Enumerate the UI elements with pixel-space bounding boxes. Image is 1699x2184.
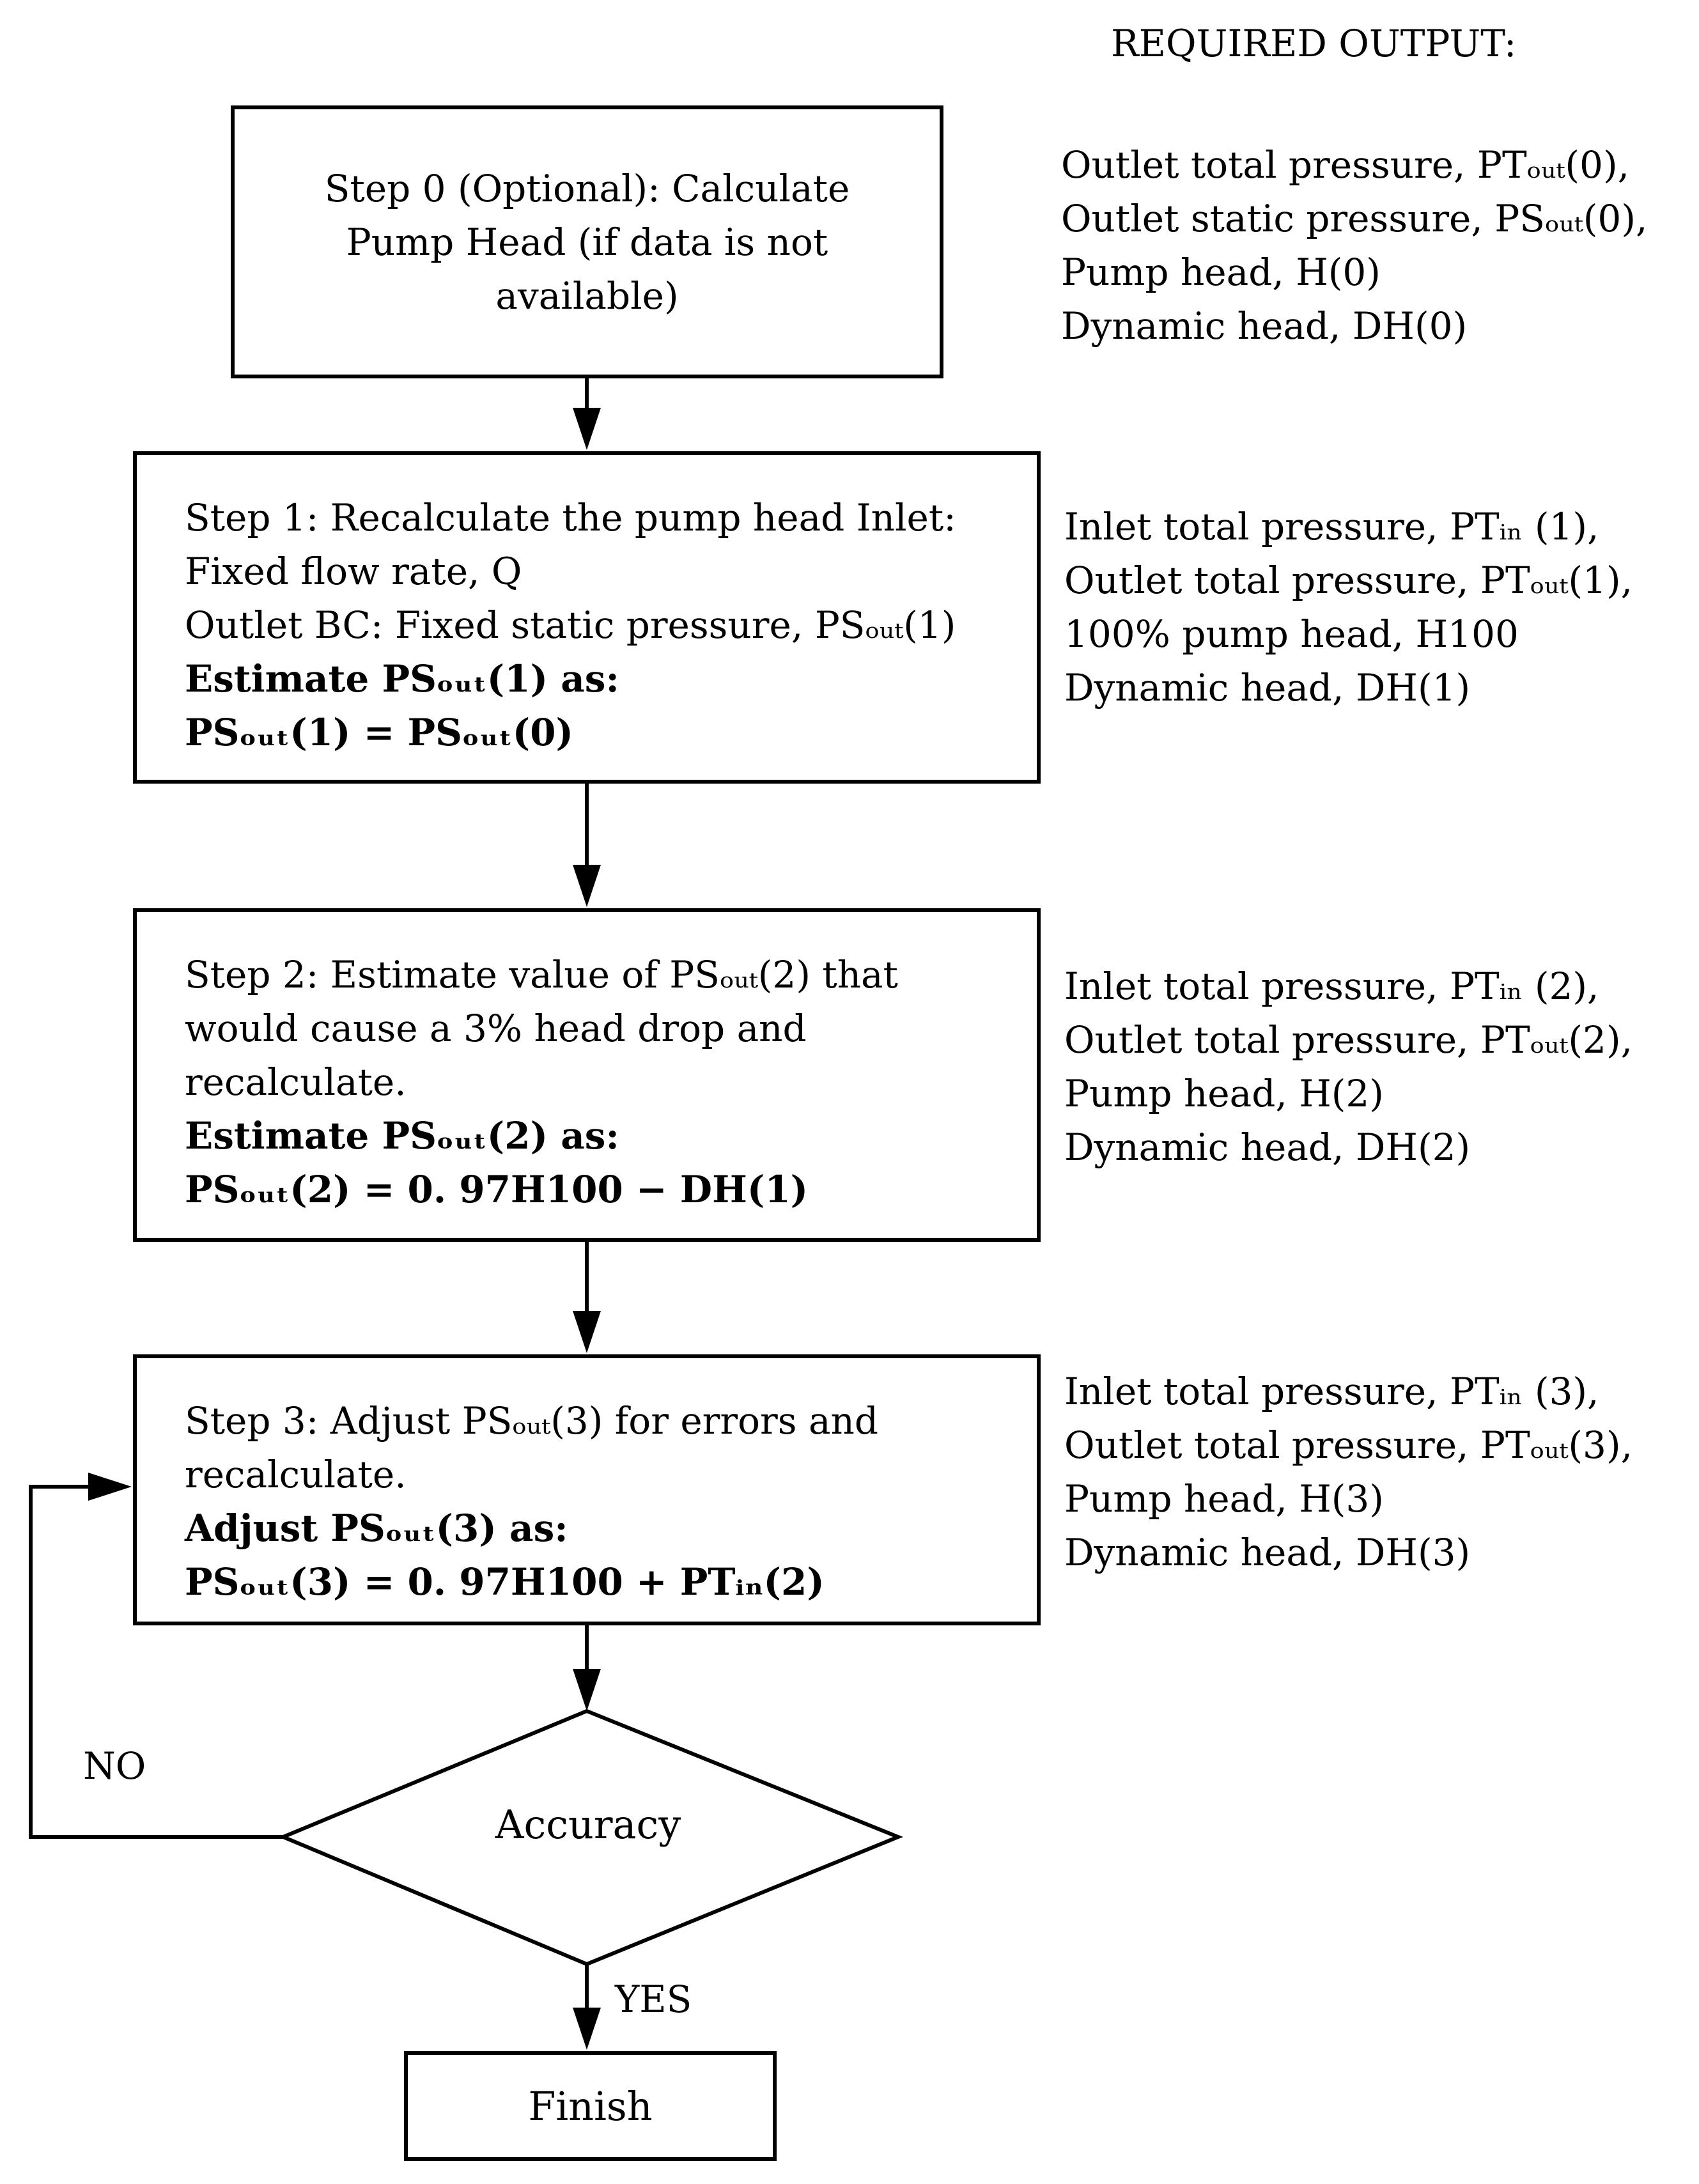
step2-box: Step 2: Estimate value of PSₒᵤₜ(2) that … (133, 908, 1041, 1242)
output-step1-line-2: Outlet total pressure, PTₒᵤₜ(1), (1064, 559, 1633, 602)
arrowhead-step3-to-decision (573, 1669, 601, 1711)
output-step2-line-2: Outlet total pressure, PTₒᵤₜ(2), (1064, 1018, 1633, 1062)
arrowhead-no-loop (88, 1473, 132, 1501)
step1-line-1: Step 1: Recalculate the pump head Inlet: (185, 496, 956, 539)
step3-line-1: Step 3: Adjust PSₒᵤₜ(3) for errors and (185, 1399, 879, 1443)
step2-line-3: recalculate. (185, 1060, 407, 1104)
output-step1-line-4: Dynamic head, DH(1) (1064, 666, 1471, 709)
output-list-step1: Inlet total pressure, PTᵢₙ (1), Outlet t… (1064, 500, 1633, 715)
step1-box: Step 1: Recalculate the pump head Inlet:… (133, 451, 1041, 784)
output-list-step2: Inlet total pressure, PTᵢₙ (2), Outlet t… (1064, 959, 1633, 1174)
arrowhead-step2-to-step3 (573, 1311, 601, 1353)
output-step2-line-3: Pump head, H(2) (1064, 1072, 1384, 1115)
step2-line-2: would cause a 3% head drop and (185, 1007, 807, 1050)
step1-line-3: Outlet BC: Fixed static pressure, PSₒᵤₜ(… (185, 603, 956, 647)
output-step3-line-4: Dynamic head, DH(3) (1064, 1531, 1471, 1574)
output-step0-line-1: Outlet total pressure, PTₒᵤₜ(0), (1061, 143, 1630, 187)
arrowhead-step1-to-step2 (573, 865, 601, 907)
step1-line-5: PSₒᵤₜ(1) = PSₒᵤₜ(0) (185, 711, 573, 754)
output-step0-line-4: Dynamic head, DH(0) (1061, 304, 1468, 348)
arrowhead-yes-to-finish (573, 2008, 601, 2050)
step1-line-4: Estimate PSₒᵤₜ(1) as: (185, 657, 619, 701)
step3-line-2: recalculate. (185, 1453, 407, 1496)
arrowhead-step0-to-step1 (573, 408, 601, 450)
finish-box: Finish (404, 2051, 777, 2161)
output-step1-line-1: Inlet total pressure, PTᵢₙ (1), (1064, 505, 1599, 548)
no-label: NO (83, 1744, 146, 1788)
output-list-step3: Inlet total pressure, PTᵢₙ (3), Outlet t… (1064, 1365, 1633, 1579)
step1-line-2: Fixed flow rate, Q (185, 550, 522, 593)
step2-line-1: Step 2: Estimate value of PSₒᵤₜ(2) that (185, 953, 898, 996)
step2-line-5: PSₒᵤₜ(2) = 0. 97H100 − DH(1) (185, 1168, 809, 1211)
output-list-step0: Outlet total pressure, PTₒᵤₜ(0), Outlet … (1061, 138, 1647, 353)
output-step0-line-2: Outlet static pressure, PSₒᵤₜ(0), (1061, 197, 1648, 240)
output-step2-line-1: Inlet total pressure, PTᵢₙ (2), (1064, 964, 1599, 1008)
finish-label: Finish (528, 2082, 653, 2130)
yes-label: YES (615, 1978, 692, 2021)
decision-label: Accuracy (495, 1801, 681, 1848)
no-loop-line (29, 1485, 283, 1839)
step3-line-4: PSₒᵤₜ(3) = 0. 97H100 + PTᵢₙ(2) (185, 1560, 825, 1604)
step2-line-4: Estimate PSₒᵤₜ(2) as: (185, 1114, 619, 1158)
output-step3-line-1: Inlet total pressure, PTᵢₙ (3), (1064, 1370, 1599, 1413)
step0-box: Step 0 (Optional): Calculate Pump Head (… (231, 105, 943, 378)
output-step3-line-2: Outlet total pressure, PTₒᵤₜ(3), (1064, 1423, 1633, 1467)
step3-box: Step 3: Adjust PSₒᵤₜ(3) for errors and r… (133, 1354, 1041, 1625)
output-step0-line-3: Pump head, H(0) (1061, 251, 1381, 294)
step0-text: Step 0 (Optional): Calculate Pump Head (… (324, 166, 850, 318)
output-step1-line-3: 100% pump head, H100 (1064, 612, 1519, 656)
output-step3-line-3: Pump head, H(3) (1064, 1477, 1384, 1521)
required-output-header: REQUIRED OUTPUT: (1111, 22, 1517, 65)
step3-line-3: Adjust PSₒᵤₜ(3) as: (185, 1506, 568, 1550)
output-step2-line-4: Dynamic head, DH(2) (1064, 1126, 1471, 1169)
